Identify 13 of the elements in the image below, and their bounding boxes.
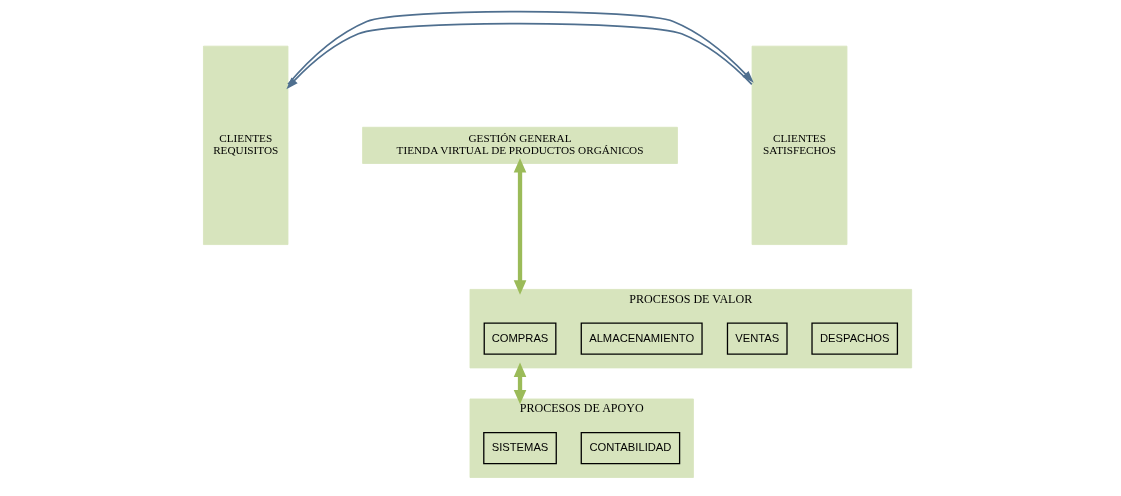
node-box: GESTIÓN GENERAL TIENDA VIRTUAL DE PRODUCTOS ORGÁNICOS — [361, 126, 678, 164]
node-box: ALMACENAMIENTO — [580, 322, 703, 355]
node-box: DESPACHOS — [810, 322, 898, 355]
node-box: CLIENTES SATISFECHOS — [751, 45, 847, 245]
node-box: COMPRAS — [483, 322, 556, 355]
node-box: SISTEMAS — [482, 431, 557, 465]
node-box: VENTAS — [726, 322, 788, 355]
arrow — [286, 10, 754, 86]
node-box: CONTABILIDAD — [580, 431, 680, 465]
node-box: CLIENTES REQUISITOS — [202, 45, 288, 245]
arrow — [513, 362, 526, 405]
arrow — [285, 22, 753, 90]
arrow — [513, 158, 526, 295]
